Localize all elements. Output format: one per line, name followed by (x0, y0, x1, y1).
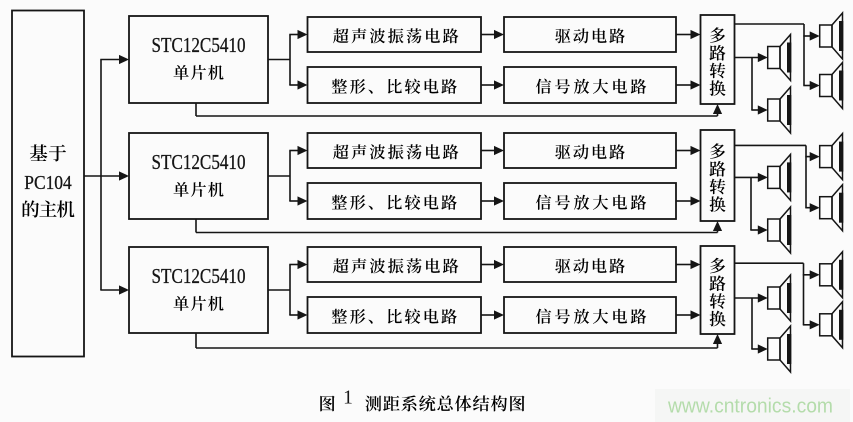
svg-text:STC12C5410: STC12C5410 (152, 33, 246, 57)
svg-text:STC12C5410: STC12C5410 (152, 150, 246, 174)
svg-text:STC12C5410: STC12C5410 (152, 264, 246, 288)
svg-text:www.cntronics.com: www.cntronics.com (667, 395, 833, 417)
svg-text:1: 1 (343, 387, 353, 408)
svg-text:PC104: PC104 (24, 172, 72, 194)
